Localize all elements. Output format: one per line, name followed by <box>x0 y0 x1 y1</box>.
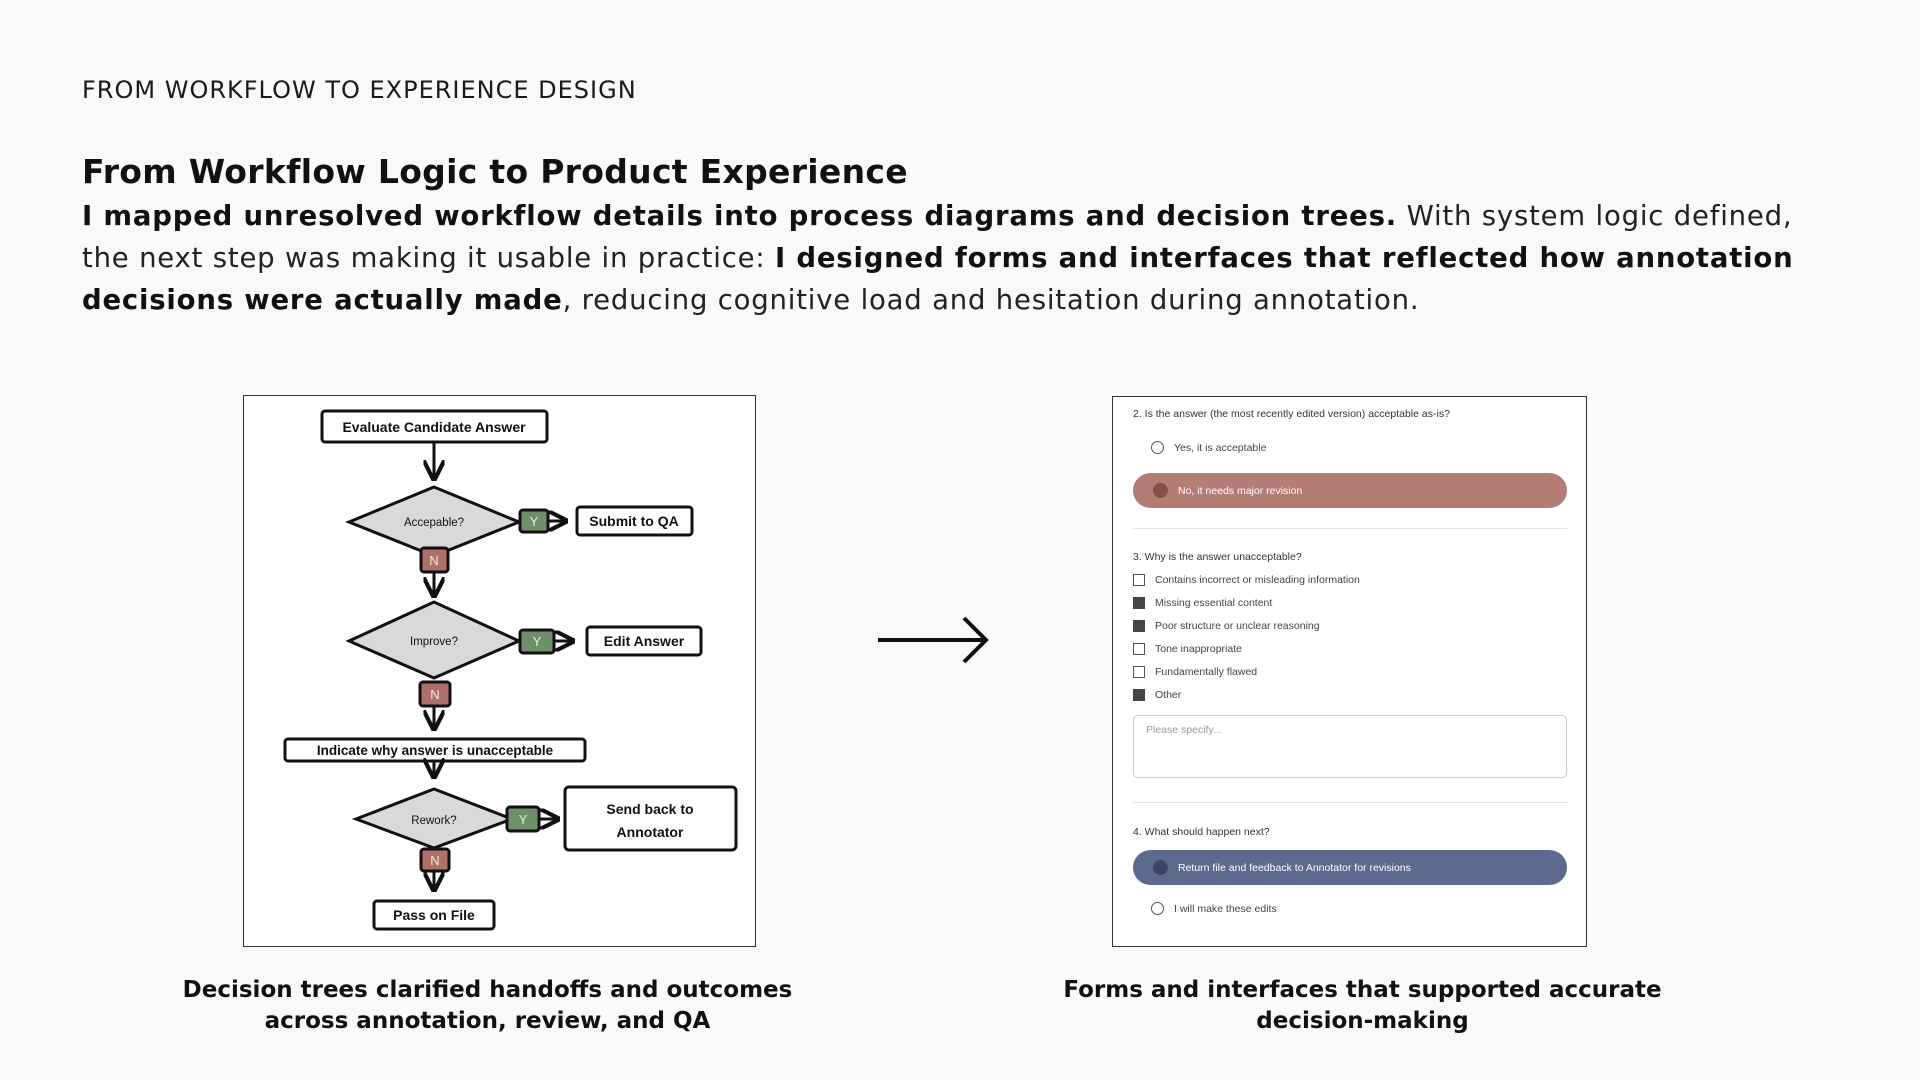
checkbox-icon <box>1133 666 1145 678</box>
checkbox-missing-content[interactable]: Missing essential content <box>1133 597 1272 609</box>
checkbox-label: Other <box>1155 689 1182 701</box>
radio-needs-revision-label: No, it needs major revision <box>1178 484 1303 497</box>
flow-n1-text: N <box>429 553 438 568</box>
radio-return-label: Return file and feedback to Annotator fo… <box>1178 861 1411 874</box>
question-2-label: 2. Is the answer (the most recently edit… <box>1133 408 1450 420</box>
radio-selected-icon <box>1153 483 1168 498</box>
checkbox-label: Tone inappropriate <box>1155 643 1242 655</box>
flow-no-badge <box>418 680 452 708</box>
checkbox-icon <box>1133 574 1145 586</box>
question-3-label: 3. Why is the answer unacceptable? <box>1133 551 1302 563</box>
flow-yes-badge <box>505 805 541 833</box>
flow-n3-text: N <box>430 853 439 868</box>
flow-no-badge <box>419 546 450 574</box>
checkbox-label: Fundamentally flawed <box>1155 666 1258 678</box>
radio-return-to-annotator-selected[interactable]: Return file and feedback to Annotator fo… <box>1133 850 1567 885</box>
body-bold-3: I designed forms and interfaces that ref… <box>82 242 1794 316</box>
radio-needs-revision-selected[interactable]: No, it needs major revision <box>1133 473 1567 508</box>
flow-y1-text: Y <box>530 514 539 529</box>
radio-make-edits-label: I will make these edits <box>1174 902 1277 915</box>
flow-out2-text: Edit Answer <box>604 633 685 649</box>
decision-tree-diagram: Evaluate Candidate Answer Accepable? Y S… <box>283 409 738 931</box>
flow-start-box <box>320 409 549 444</box>
radio-make-edits[interactable]: I will make these edits <box>1151 902 1277 915</box>
flow-y2-text: Y <box>533 634 542 649</box>
flow-end-box <box>372 899 496 931</box>
flow-send-back-box <box>563 785 738 852</box>
checkbox-other[interactable]: Other <box>1133 689 1181 701</box>
radio-acceptable[interactable]: Yes, it is acceptable <box>1151 441 1266 454</box>
other-specify-input[interactable]: Please specify... <box>1133 715 1567 778</box>
decision-tree-panel: Evaluate Candidate Answer Accepable? Y S… <box>243 395 756 947</box>
flow-start-text: Evaluate Candidate Answer <box>342 419 526 435</box>
flow-out1-text: Submit to QA <box>589 513 678 529</box>
flow-step-text: Indicate why answer is unacceptable <box>317 743 554 758</box>
radio-acceptable-label: Yes, it is acceptable <box>1174 441 1267 454</box>
divider <box>1133 528 1567 529</box>
radio-icon <box>1151 441 1164 454</box>
flow-decision1-text: Accepable? <box>404 517 464 529</box>
body-paragraph: I mapped unresolved workflow details int… <box>82 195 1802 321</box>
radio-selected-icon <box>1153 860 1168 875</box>
checkbox-checked-icon <box>1133 620 1145 632</box>
caption-decision-trees: Decision trees clarified handoffs and ou… <box>182 977 793 1034</box>
flow-y3-text: Y <box>519 812 528 827</box>
checkbox-checked-icon <box>1133 689 1145 701</box>
flow-edit-answer-box <box>585 625 703 657</box>
checkbox-incorrect[interactable]: Contains incorrect or misleading informa… <box>1133 574 1360 586</box>
page-heading: From Workflow Logic to Product Experienc… <box>82 152 908 191</box>
flow-out3-line1: Send back to <box>606 801 693 817</box>
body-text-4: , reducing cognitive load and hesitation… <box>562 284 1420 316</box>
checkbox-label: Contains incorrect or misleading informa… <box>1155 574 1360 586</box>
eyebrow-label: FROM WORKFLOW TO EXPERIENCE DESIGN <box>82 76 637 104</box>
checkbox-poor-structure[interactable]: Poor structure or unclear reasoning <box>1133 620 1320 632</box>
arrow-right-icon <box>878 616 989 664</box>
caption-forms: Forms and interfaces that supported accu… <box>1063 977 1662 1034</box>
checkbox-tone[interactable]: Tone inappropriate <box>1133 643 1242 655</box>
flow-submit-qa-box <box>575 505 694 537</box>
question-4-label: 4. What should happen next? <box>1133 826 1270 838</box>
radio-icon <box>1151 902 1164 915</box>
checkbox-fundamentally-flawed[interactable]: Fundamentally flawed <box>1133 666 1257 678</box>
flow-end-text: Pass on File <box>393 907 475 923</box>
flow-decision2-text: Improve? <box>410 636 458 648</box>
form-interface-panel: 2. Is the answer (the most recently edit… <box>1112 396 1587 947</box>
checkbox-label: Poor structure or unclear reasoning <box>1155 620 1320 632</box>
checkbox-label: Missing essential content <box>1155 597 1273 609</box>
flow-decision3-text: Rework? <box>411 815 456 827</box>
checkbox-checked-icon <box>1133 597 1145 609</box>
flow-yes-badge <box>518 628 556 655</box>
body-bold-1: I mapped unresolved workflow details int… <box>82 200 1398 232</box>
divider <box>1133 802 1567 803</box>
flow-out3-line2: Annotator <box>617 824 684 840</box>
checkbox-icon <box>1133 643 1145 655</box>
flow-n2-text: N <box>430 687 439 702</box>
flow-no-badge <box>419 847 451 873</box>
body-text-2: With system logic defined, the next step… <box>82 200 1793 274</box>
